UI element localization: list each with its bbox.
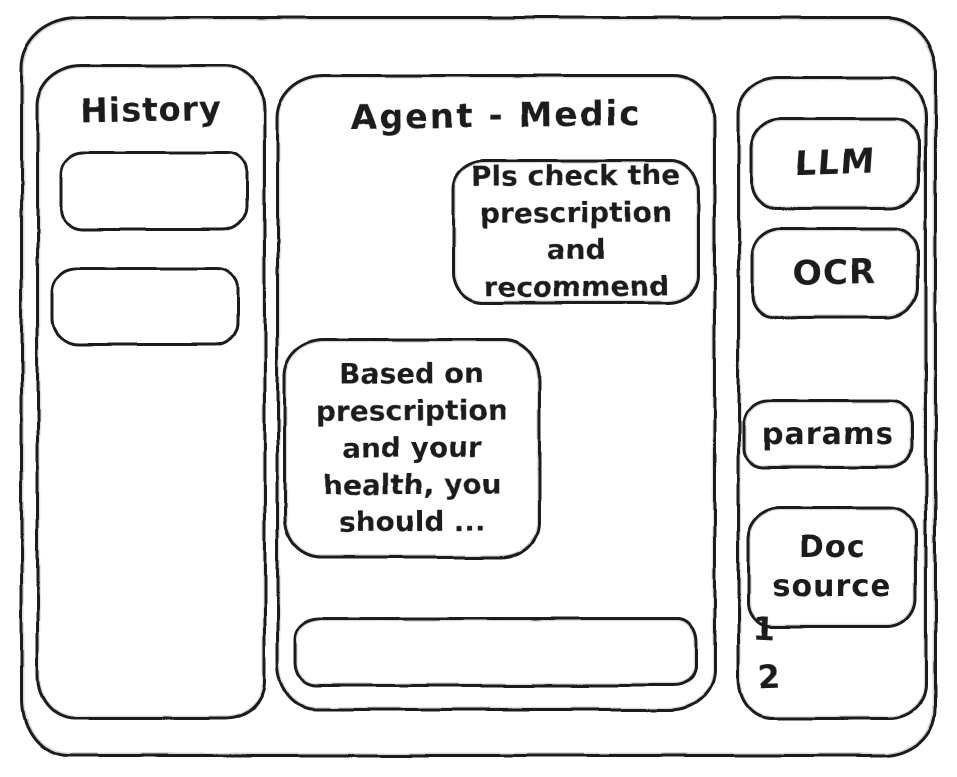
message-input-container — [294, 617, 698, 687]
agent-message-text: Based on prescription and your health, y… — [315, 356, 508, 539]
ocr-button[interactable]: OCR — [751, 227, 919, 319]
llm-button-label: LLM — [793, 141, 877, 185]
agent-message-bubble: Based on prescription and your health, y… — [283, 338, 541, 559]
app-window-frame — [20, 16, 937, 757]
chat-title: Agent - Medic — [350, 93, 642, 139]
chat-panel: Agent - Medic Pls check the prescription… — [276, 74, 716, 711]
doc-source-item[interactable]: 2 — [757, 657, 781, 697]
doc-source-button[interactable]: Doc source — [747, 506, 917, 628]
llm-button[interactable]: LLM — [750, 117, 920, 210]
tools-sidebar-border — [737, 76, 927, 720]
chat-panel-border — [276, 74, 716, 711]
user-message-text: Pls check the prescription and recommend — [470, 157, 681, 304]
params-button[interactable]: params — [743, 399, 913, 469]
history-item[interactable] — [51, 267, 239, 346]
tools-sidebar: LLM OCR params Doc source 1 2 — [737, 76, 927, 720]
message-input[interactable] — [310, 625, 682, 679]
history-title: History — [79, 88, 223, 131]
history-sidebar: History — [36, 64, 266, 720]
user-message-bubble: Pls check the prescription and recommend — [452, 158, 700, 304]
history-item[interactable] — [60, 151, 248, 231]
history-sidebar-border — [36, 64, 266, 720]
doc-source-button-label: Doc source — [772, 530, 892, 604]
ocr-button-label: OCR — [793, 252, 877, 294]
params-button-label: params — [762, 416, 894, 452]
doc-source-item[interactable]: 1 — [752, 609, 777, 649]
